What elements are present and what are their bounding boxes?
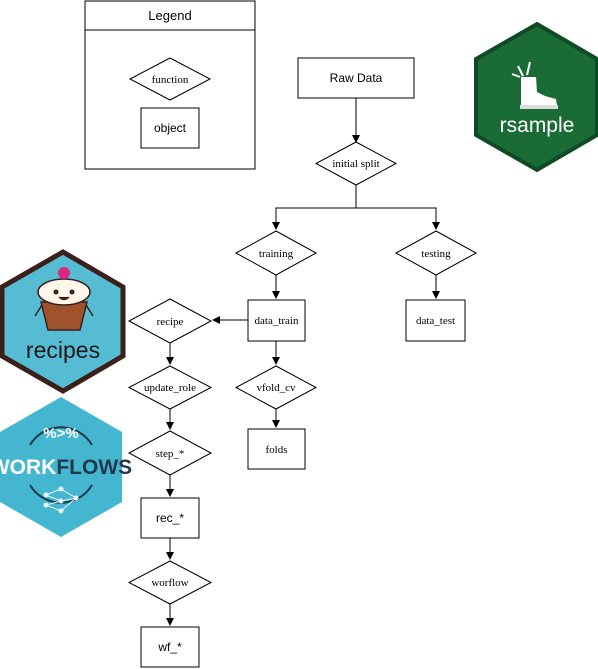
legend-title: Legend: [148, 8, 191, 23]
node-recipe-label: recipe: [157, 316, 184, 328]
recipes-logo: recipes: [0, 249, 126, 394]
node-folds-label: folds: [266, 444, 288, 456]
node-raw-data: [297, 57, 415, 99]
node-workflow: [127, 560, 213, 605]
node-training-label: training: [259, 248, 294, 260]
node-step: [127, 430, 213, 476]
node-training: [234, 230, 318, 276]
rsample-logo-text: rsample: [500, 114, 575, 137]
node-data-train: [247, 299, 306, 342]
workflows-logo-text-work: WORK: [0, 456, 56, 479]
node-initial-split: [314, 141, 398, 186]
node-recipe: [127, 298, 213, 344]
recipes-logo-text: recipes: [26, 337, 100, 363]
workflows-logo: %>% WORKFLOWS: [0, 397, 132, 537]
node-testing-label: testing: [421, 248, 451, 260]
node-rec: [140, 497, 200, 539]
node-wf: [140, 626, 200, 668]
edge-split-to-training: [272, 185, 357, 230]
node-vfold-cv-label: vfold_cv: [256, 382, 296, 394]
workflows-symbol: %>%: [43, 425, 78, 442]
node-rec-label: rec_*: [156, 511, 184, 525]
node-data-test-label: data_test: [416, 315, 455, 327]
node-workflow-label: worflow: [151, 577, 188, 589]
workflows-hex: [0, 397, 122, 537]
edge-split-to-testing: [356, 207, 440, 230]
node-step-label: step_*: [156, 448, 185, 460]
node-testing: [394, 230, 478, 276]
boot-icon: [511, 61, 558, 109]
workflows-logo-text: WORKFLOWS: [0, 456, 132, 479]
legend-function-label: function: [152, 74, 189, 86]
nodes: Raw Data initial split training testing …: [127, 57, 478, 668]
node-initial-split-label: initial split: [332, 158, 379, 170]
legend-function-diamond: [128, 57, 212, 101]
node-wf-label: wf_*: [157, 640, 182, 654]
rsample-logo: rsample: [474, 21, 598, 173]
node-update-role: [127, 365, 213, 410]
cupcake-icon: [34, 267, 94, 331]
node-data-train-label: data_train: [255, 315, 299, 327]
node-data-test: [405, 299, 466, 342]
legend: Legend function object: [84, 0, 256, 170]
edges: [166, 98, 440, 626]
node-folds: [247, 428, 306, 470]
node-update-role-label: update_role: [144, 382, 196, 394]
legend-object-box: [140, 107, 200, 149]
workflows-logo-text-flows: FLOWS: [56, 456, 132, 479]
network-icon: [43, 486, 79, 514]
node-raw-data-label: Raw Data: [330, 71, 383, 85]
node-vfold-cv: [234, 365, 318, 410]
legend-object-label: object: [154, 121, 187, 135]
